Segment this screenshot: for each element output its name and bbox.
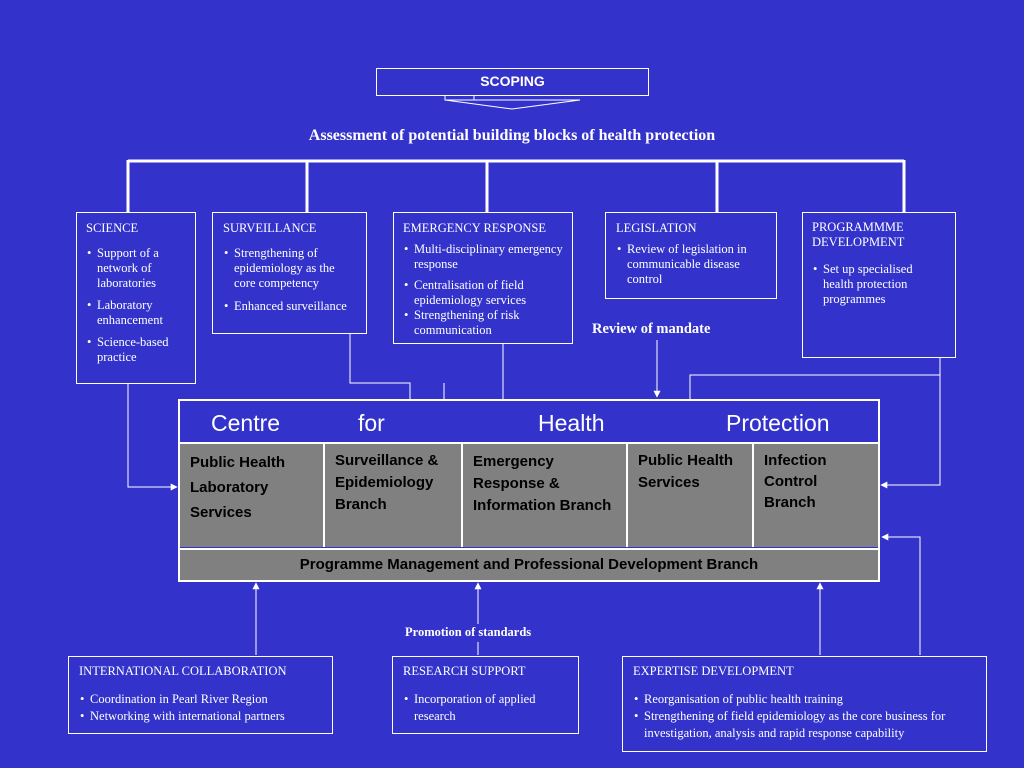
science-title: SCIENCE (86, 221, 139, 235)
emergency-response-title: EMERGENCY RESPONSE (403, 221, 546, 235)
emergency-response-box: EMERGENCY RESPONSE Multi-disciplinary em… (393, 212, 573, 344)
branch-separator (626, 444, 628, 547)
legislation-item: Review of legislation in communicable di… (616, 242, 766, 287)
branch-emergency-response-information: Emergency Response & Information Branch (463, 444, 626, 547)
chp-title-word: for (358, 410, 385, 436)
emergency-item: Strengthening of risk communication (403, 308, 563, 338)
branch-infection-control: Infection Control Branch (754, 444, 878, 547)
science-item: Laboratory enhancement (86, 298, 186, 328)
international-item: Coordination in Pearl River Region (79, 691, 322, 708)
branch-public-health-services: Public Health Services (628, 444, 752, 547)
surveillance-box: SURVEILLANCE Strengthening of epidemiolo… (212, 212, 367, 334)
science-box: SCIENCE Support of a network of laborato… (76, 212, 196, 384)
chp-divider (180, 442, 878, 444)
programme-management-branch: Programme Management and Professional De… (180, 548, 878, 580)
international-collaboration-title: INTERNATIONAL COLLABORATION (79, 664, 287, 678)
chp-title-word: Protection (726, 410, 830, 436)
assessment-title: Assessment of potential building blocks … (308, 127, 716, 144)
emergency-item: Centralisation of field epidemiology ser… (403, 278, 563, 308)
programme-development-box: PROGRAMMME DEVELOPMENT Set up specialise… (802, 212, 956, 358)
branch-separator (752, 444, 754, 547)
science-item: Support of a network of laboratories (86, 246, 186, 291)
international-item: Networking with international partners (79, 708, 322, 725)
surveillance-title: SURVEILLANCE (223, 221, 317, 235)
expertise-item: Strengthening of field epidemiology as t… (633, 708, 976, 742)
programme-item: Set up specialised health protection pro… (812, 262, 946, 307)
programme-development-title: PROGRAMMME DEVELOPMENT (812, 220, 905, 249)
research-support-box: RESEARCH SUPPORT Incorporation of applie… (392, 656, 579, 734)
branch-separator (461, 444, 463, 547)
surveillance-item: Strengthening of epidemiology as the cor… (223, 246, 356, 291)
promotion-of-standards-label: Promotion of standards (405, 625, 532, 639)
branch-separator (323, 444, 325, 547)
research-item: Incorporation of applied research (403, 691, 568, 725)
science-item: Science-based practice (86, 335, 186, 365)
emergency-item: Multi-disciplinary emergency response (403, 242, 563, 272)
legislation-box: LEGISLATION Review of legislation in com… (605, 212, 777, 299)
expertise-development-box: EXPERTISE DEVELOPMENT Reorganisation of … (622, 656, 987, 752)
scoping-header: SCOPING (376, 68, 649, 96)
expertise-development-title: EXPERTISE DEVELOPMENT (633, 664, 794, 678)
research-support-title: RESEARCH SUPPORT (403, 664, 526, 678)
expertise-item: Reorganisation of public health training (633, 691, 976, 708)
chp-title-word: Health (538, 410, 605, 436)
branch-surveillance-epidemiology: Surveillance & Epidemiology Branch (325, 444, 461, 547)
branch-public-health-laboratory-services: Public Health Laboratory Services (180, 444, 323, 547)
legislation-title: LEGISLATION (616, 221, 697, 235)
chp-title-word: Centre (211, 410, 281, 436)
surveillance-item: Enhanced surveillance (223, 299, 356, 314)
international-collaboration-box: INTERNATIONAL COLLABORATION Coordination… (68, 656, 333, 734)
review-of-mandate-label: Review of mandate (592, 321, 711, 337)
